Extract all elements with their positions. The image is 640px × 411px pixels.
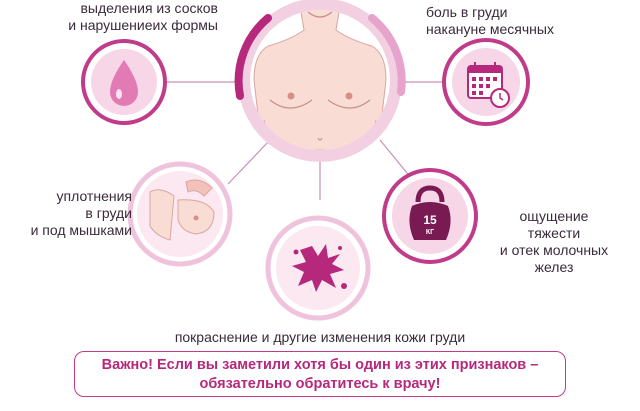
- label-skin: покраснение и другие изменения кожи груд…: [80, 329, 560, 346]
- label-line: в груди: [85, 205, 132, 221]
- label-line: желез: [534, 259, 574, 275]
- kettlebell-icon: 15 КГ: [382, 168, 478, 264]
- kettlebell-weight-label: 15: [423, 213, 437, 227]
- drop-icon: [81, 39, 167, 125]
- notice-line: Важно! Если вы заметили хотя бы один из …: [101, 357, 539, 373]
- label-line: и под мышками: [30, 222, 132, 238]
- label-pain: боль в груди накануне месячных: [426, 4, 606, 38]
- label-discharge: выделения из сосков и нарушениеих формы: [48, 0, 218, 34]
- notice-line: обязательно обратитесь к врачу!: [199, 376, 441, 392]
- calendar-clock-icon: [442, 38, 530, 126]
- label-line: ощущение: [519, 208, 589, 224]
- warning-notice: Важно! Если вы заметили хотя бы один из …: [74, 351, 566, 397]
- female-torso-icon: [234, 0, 406, 162]
- label-line: накануне месячных: [426, 21, 554, 37]
- label-line: покраснение и другие изменения кожи груд…: [174, 329, 466, 345]
- label-line: тяжести: [527, 225, 581, 241]
- label-lumps: уплотнения в груди и под мышками: [14, 188, 132, 239]
- connector-lumps: [227, 139, 271, 185]
- label-line: боль в груди: [426, 4, 508, 20]
- skin-blot-icon: [265, 215, 371, 321]
- label-heaviness: ощущение тяжести и отек молочных желез: [494, 208, 614, 276]
- label-line: и нарушениеих формы: [68, 17, 218, 33]
- label-line: уплотнения: [56, 188, 132, 204]
- label-line: выделения из сосков: [80, 0, 218, 16]
- armpit-palpation-icon: [127, 161, 233, 267]
- label-line: и отек молочных: [499, 242, 609, 258]
- kettlebell-weight-unit: КГ: [426, 229, 434, 236]
